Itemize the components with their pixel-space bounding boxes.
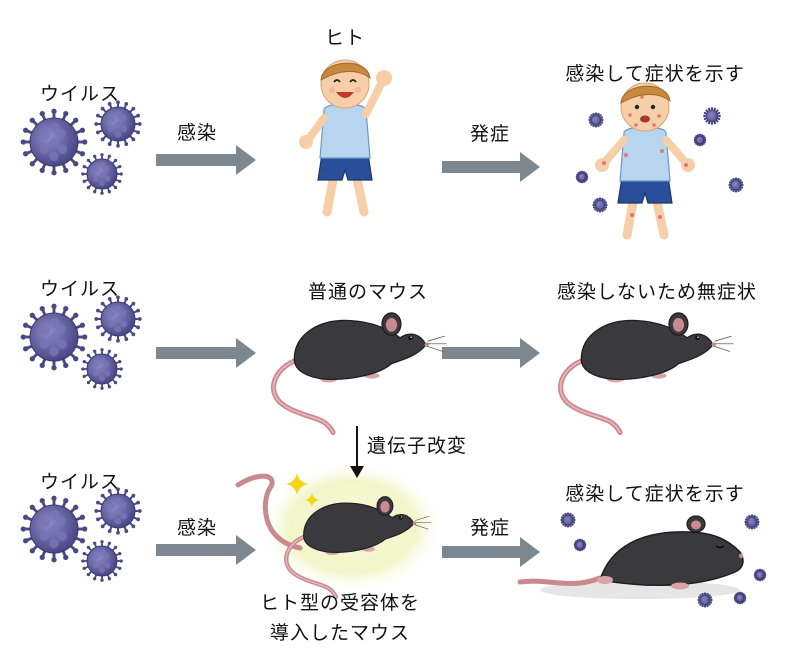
result-label-row3: 感染して症状を示す [565, 483, 745, 505]
infection-arrow-row1 [156, 145, 256, 175]
human-child-healthy [299, 59, 392, 217]
virus-medium [94, 295, 142, 343]
infection-arrow-label-row1: 感染 [176, 122, 218, 144]
virus-medium [94, 487, 142, 535]
transgenic-mouse-body [284, 496, 432, 599]
virus-label-row2: ウイルス [39, 278, 121, 300]
arrow-row2-left [156, 338, 256, 368]
normal-mouse [271, 312, 447, 435]
virus-small [81, 540, 123, 582]
transgenic-mouse-label: ヒト型の受容体を 導入したマウス [260, 588, 420, 649]
virus-large [20, 108, 88, 176]
virus-small-scatter-row3 [744, 514, 760, 530]
virus-label-row3: ウイルス [39, 471, 121, 493]
result-label-row2: 感染しないため無症状 [556, 281, 758, 303]
normal-mouse-label: 普通のマウス [307, 281, 429, 303]
human-label: ヒト [324, 27, 366, 49]
virus-small-scatter-row3 [753, 568, 767, 582]
onset-arrow-row3 [442, 537, 540, 567]
onset-arrow-label-row3: 発症 [469, 517, 511, 539]
virus-small [81, 153, 123, 195]
onset-arrow-label-row1: 発症 [469, 123, 511, 145]
virus-small-scatter-row3 [573, 538, 587, 552]
infection-arrow-row3 [156, 535, 256, 565]
virus-small-scatter-row1 [588, 112, 604, 128]
sick-mouse [517, 515, 744, 599]
onset-arrow-row1 [442, 152, 540, 182]
virus-label-row1: ウイルス [39, 83, 121, 105]
virus-large [20, 303, 88, 371]
transgenic-mouse [235, 473, 432, 599]
virus-small-scatter-row3 [733, 591, 747, 605]
virus-small [81, 348, 123, 390]
virus-small-scatter-row1 [592, 197, 608, 213]
virus-small-scatter-row3 [697, 592, 713, 608]
virus-medium [94, 100, 142, 148]
sparkle-icon [286, 473, 308, 495]
virus-cluster-row3 [20, 487, 142, 582]
infection-arrow-label-row3: 感染 [176, 517, 218, 539]
virus-small-scatter-row1 [693, 133, 707, 147]
genetic-modification-arrow [350, 426, 364, 478]
genetic-modification-label: 遺伝子改変 [366, 435, 468, 457]
transgenic-mouse-label-line2: 導入したマウス [269, 622, 411, 645]
virus-small-scatter-row3 [560, 512, 576, 528]
arrow-row2-right [442, 338, 540, 368]
virus-small-scatter-row1 [703, 107, 721, 125]
virus-small-scatter-row1 [575, 170, 589, 184]
virus-small-scatter-row1 [728, 177, 744, 193]
virus-cluster-row1 [20, 100, 142, 195]
virus-large [20, 495, 88, 563]
normal-mouse-uninfected [558, 312, 734, 435]
virus-cluster-row2 [20, 295, 142, 390]
sparkle-icon [305, 493, 319, 507]
human-child-sick [595, 82, 695, 240]
transgenic-mouse-label-line1: ヒト型の受容体を [259, 592, 421, 614]
result-label-row1: 感染して症状を示す [565, 63, 745, 85]
